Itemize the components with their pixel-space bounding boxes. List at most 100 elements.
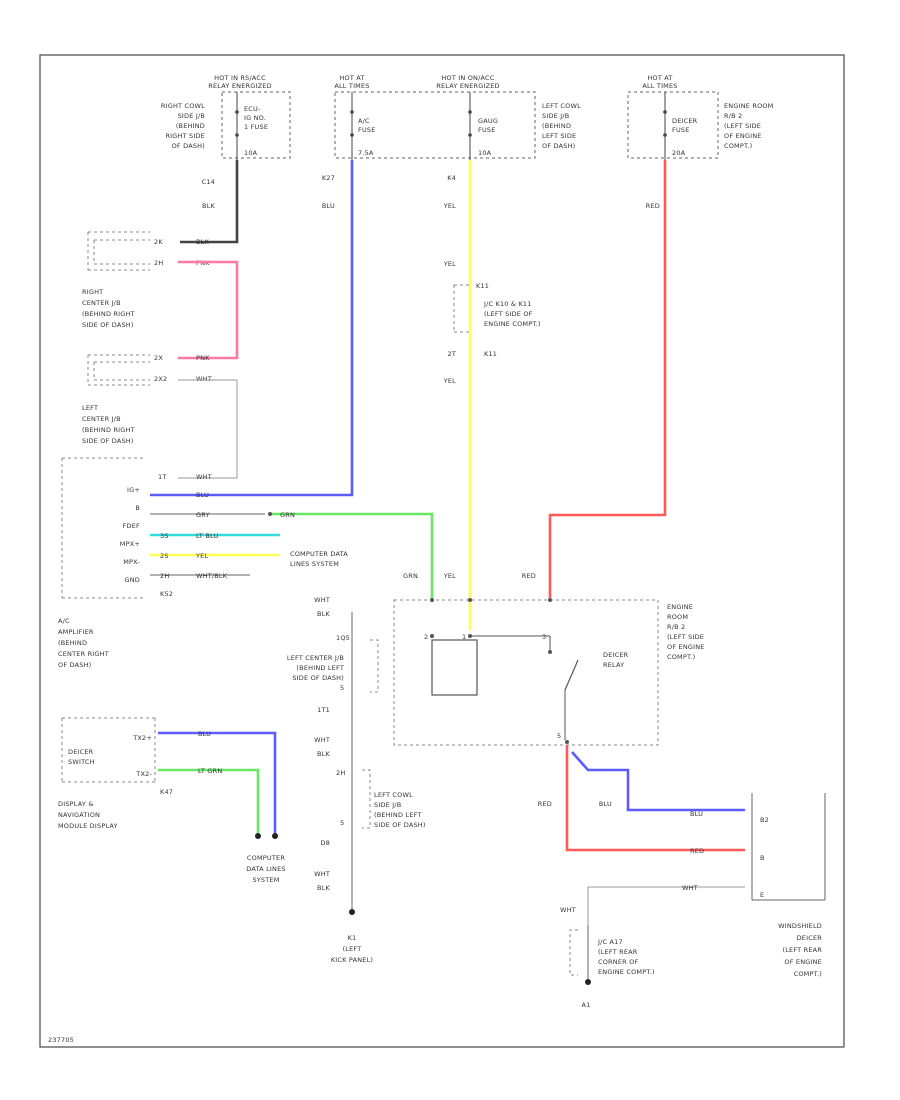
fuse-ecu-ig-name2: IG NO. [244,114,266,122]
dm-l2: MODULE DISPLAY [58,822,118,830]
k1-l1: (LEFT [343,945,362,953]
wire-red-l1: RED [646,202,660,210]
jc-lower-ground: J/C A17 (LEFT REAR CORNER OF ENGINE COMP… [569,925,655,1009]
wire-pnk [178,260,239,360]
rcj-conn3: 2X [154,354,163,362]
relay-name1: RELAY [603,661,624,669]
fuse-ac-name2: FUSE [358,126,376,134]
lcjc-l1: (LEFT SIDE OF [484,310,533,318]
cdl1-l1: LINES SYSTEM [290,560,339,568]
rcj-loc2: (BEHIND RIGHT [82,310,135,318]
k1-l2: KICK PANEL) [331,956,373,964]
mpx-ltblu: LT BLU [196,532,219,540]
rcjb-l2: (BEHIND [176,122,205,130]
fuse-ac-amps: 7.5A [358,149,374,157]
fuse-def-name2: FUSE [672,126,690,134]
wire-blk-ecu: C14 BLK [180,160,239,244]
ws-red1: RED [538,800,552,808]
errr-l3: (LEFT SIDE [667,633,704,641]
fuse-def-hot2: ALL TIMES [642,82,677,90]
lcjbt-l3: LEFT SIDE [542,132,576,140]
fuse-gauge-name2: FUSE [478,126,496,134]
wire-blu-ws [571,751,745,812]
rcjb-l1: SIDE J/B [178,112,205,120]
conn-c14: C14 [202,178,215,186]
fuse-ac: HOT AT ALL TIMES A/C FUSE 7.5A [334,74,375,160]
acamp-row6: GND [124,576,140,584]
engine-room-rb2-relay: 2 1 3 5 DEICER RELAY ENGINE ROOM R/B 2 (… [393,599,705,746]
ws-c: E [760,891,764,899]
fuse-ecu-ig-hot2: RELAY ENERGIZED [208,82,271,90]
disp-b: TX2- [135,770,152,778]
ws-a: B2 [760,816,769,824]
jcl-l3: ENGINE COMPT.) [598,968,655,976]
wsl-l1: DEICER [797,934,823,942]
lcju-l2: (BEHIND RIGHT [82,426,135,434]
dsw-l0: DEICER [68,748,94,756]
fuse-gauge-amps: 10A [478,149,492,157]
ws-wht1: WHT [682,884,698,892]
fuse-def-hot1: HOT AT [647,74,672,82]
acamp-row2: B [135,504,140,512]
cdl2-l2: SYSTEM [252,876,279,884]
gnd-blk3: BLK [317,884,330,892]
lcw-a: 2H [336,769,345,777]
wire-yel-gauge: K4 YEL YEL K11 J/C K10 & K11 (LEFT SIDE … [443,160,541,630]
relay-pin3: 3 [542,633,546,641]
jcl-l1: (LEFT REAR [598,948,638,956]
errr-l4: OF ENGINE [667,643,705,651]
lcw-b: 5 [340,819,344,827]
rcjb-l0: RIGHT COWL [161,102,205,110]
wire-gry-grn: GRY GRN GRN [150,511,434,598]
rcj-blk: BLK [196,238,209,246]
lcj-b: 5 [340,684,344,692]
wire-grn-label2: GRN [403,572,418,580]
jcl-l2: CORNER OF [598,958,638,966]
gnd-wht1: WHT [314,596,330,604]
mpx-conn3: 2H [160,572,169,580]
ws-b: B [760,854,765,862]
lcjl-l1: (BEHIND LEFT [296,664,344,672]
conn-k11b: K11 [484,350,497,358]
errr-l5: COMPT.) [667,653,695,661]
outer-frame [39,54,845,1048]
fuse-gauge: HOT IN ON/ACC RELAY ENERGIZED GAUG FUSE … [436,74,500,160]
left-cowl-jb-top-label: LEFT COWL SIDE J/B (BEHIND LEFT SIDE OF … [542,102,581,150]
wire-blu-label2: BLU [196,491,209,499]
disp-a: TX2+ [132,734,152,742]
wsl-l0: WINDSHIELD [778,922,822,930]
rcj-loc0: RIGHT [82,288,103,296]
wire-red-deicer: RED RED [522,160,667,598]
relay-pin1: 1 [462,633,466,641]
fuse-def-box [627,91,719,159]
dsw-l1: SWITCH [68,758,95,766]
rcj-conn1: 2K [154,238,163,246]
wire-grn-label1: GRN [280,511,295,519]
fuse-ecu-ig-name1: ECU- [244,105,261,113]
fuse-gauge-hot1: HOT IN ON/ACC [441,74,494,82]
lcjbt-l0: LEFT COWL [542,102,581,110]
left-center-jb-upper-label: LEFT CENTER J/B (BEHIND RIGHT SIDE OF DA… [82,404,135,445]
wire-yel-l2: YEL [443,260,456,268]
lcju-l0: LEFT [82,404,98,412]
jcl-l0: J/C A17 [597,938,623,946]
gnd-blk1: BLK [317,610,330,618]
wire-yel-l4: YEL [443,572,456,580]
lcjc-l2: ENGINE COMPT.) [484,320,541,328]
lcjbt-l1: SIDE J/B [542,112,569,120]
rcj-pnk2: PNK [196,354,210,362]
wire-blu-ac: K27 BLU BLU [150,160,354,499]
errb-l2: (LEFT SIDE [724,122,761,130]
a1-label: A1 [582,1001,591,1009]
k1-l0: K1 [348,934,357,942]
lcjbt-l4: OF DASH) [542,142,575,150]
mpx-conn1: 3S [160,532,169,540]
wsl-l3: OF ENGINE [784,958,822,966]
footer-code: 237705 [48,1036,74,1044]
display-nav-module: DEICER SWITCH TX2+ TX2- K47 DISPLAY & NA… [58,717,286,884]
relay-pin2: 2 [424,633,428,641]
rcj-loc1: CENTER J/B [82,299,121,307]
ws-wht2: WHT [560,906,576,914]
fuse-ecu-ig-amps: 10A [244,149,258,157]
